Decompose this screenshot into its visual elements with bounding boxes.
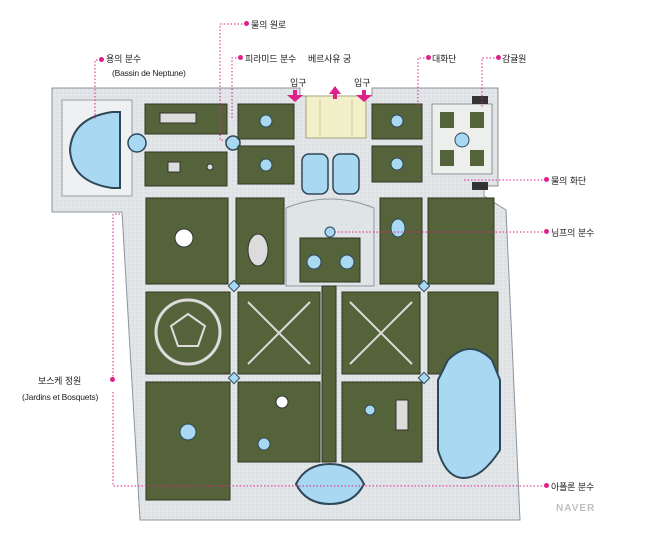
nymph-fountain-basin — [324, 226, 336, 238]
bosquet-row-3 — [145, 381, 423, 501]
grand-terrace — [371, 103, 423, 183]
apollo-basin — [294, 462, 366, 506]
marker-dot — [426, 55, 431, 60]
water-basin-left — [301, 153, 329, 195]
bosquet-row-1 — [145, 197, 495, 287]
label-neptune-fountain: 용의 분수 — [106, 55, 141, 65]
label-pyramid-fountain: 피라미드 분수 — [245, 55, 297, 65]
marker-dot — [544, 483, 549, 488]
east-large-basin — [437, 348, 501, 480]
junction-markers — [227, 279, 431, 385]
naver-watermark: NAVER — [556, 503, 596, 514]
label-grand-terrace: 대화단 — [432, 55, 457, 65]
entrance-arrow-right — [356, 90, 372, 102]
label-palace: 베르사유 궁 — [308, 55, 352, 65]
label-bosquet-garden-fr: (Jardins et Bosquets) — [22, 392, 99, 402]
water-basin-right — [332, 153, 360, 195]
leader-lines — [94, 23, 546, 487]
entrance-arrow-left — [287, 90, 303, 102]
marker-dot — [544, 229, 549, 234]
royal-alley — [321, 285, 337, 463]
label-apollo-fountain: 아폴론 분수 — [551, 483, 595, 493]
palace-arrow — [329, 86, 341, 99]
north-parterres — [144, 103, 241, 187]
orangery — [431, 96, 493, 190]
label-water-source: 물의 원로 — [251, 21, 286, 31]
label-nymph-fountain: 님프의 분수 — [551, 229, 595, 239]
label-bosquet-garden: 보스케 정원 — [38, 377, 82, 387]
marker-dot — [99, 57, 104, 62]
label-neptune-fountain-fr: (Bassin de Neptune) — [112, 68, 186, 78]
label-entrance-right: 입구 — [354, 79, 371, 89]
label-entrance-left: 입구 — [290, 79, 307, 89]
neptune-basin-area — [61, 99, 147, 197]
marker-dot — [110, 377, 115, 382]
palace-west-parterres — [237, 103, 295, 185]
label-water-parterre: 물의 화단 — [551, 177, 586, 187]
marker-dot — [544, 177, 549, 182]
neptune-basin — [68, 111, 121, 189]
label-orangery: 감귤원 — [502, 55, 527, 65]
palace-building — [305, 95, 367, 139]
marker-dot — [244, 21, 249, 26]
marker-dot — [238, 55, 243, 60]
marker-dot — [496, 55, 501, 60]
